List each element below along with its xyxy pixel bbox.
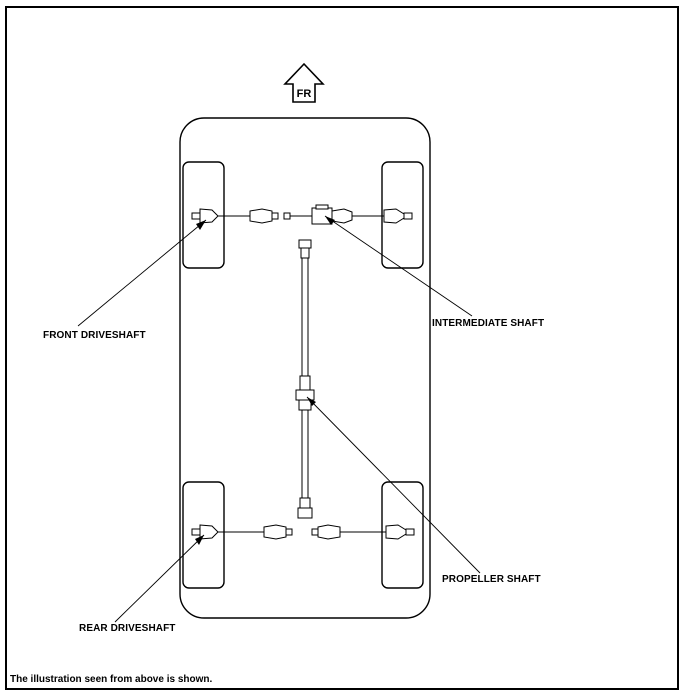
rear-driveshaft-left <box>191 524 293 540</box>
intermediate-shaft <box>283 204 413 225</box>
leader-front-driveshaft <box>77 219 207 327</box>
propeller-shaft <box>295 239 315 519</box>
arrowhead-intermediate-shaft <box>325 216 335 225</box>
rear-driveshaft-right <box>311 524 415 540</box>
leader-intermediate-shaft <box>324 215 473 317</box>
arrowhead-propeller-shaft <box>307 397 316 406</box>
label-front-driveshaft: FRONT DRIVESHAFT <box>43 330 146 341</box>
arrowhead-front-driveshaft <box>196 220 206 230</box>
vehicle-body-outline <box>179 117 431 619</box>
diagram-caption: The illustration seen from above is show… <box>10 674 213 685</box>
leader-rear-driveshaft <box>114 534 205 623</box>
leader-propeller-shaft <box>306 396 481 574</box>
fr-marker-text: FR <box>297 88 312 100</box>
label-intermediate-shaft: INTERMEDIATE SHAFT <box>432 318 545 329</box>
front-driveshaft-left <box>191 208 279 224</box>
front-direction-arrow-icon <box>283 62 325 103</box>
arrowhead-rear-driveshaft <box>195 535 204 545</box>
label-rear-driveshaft: REAR DRIVESHAFT <box>79 623 176 634</box>
label-propeller-shaft: PROPELLER SHAFT <box>442 574 541 585</box>
diagram-frame <box>5 6 679 690</box>
